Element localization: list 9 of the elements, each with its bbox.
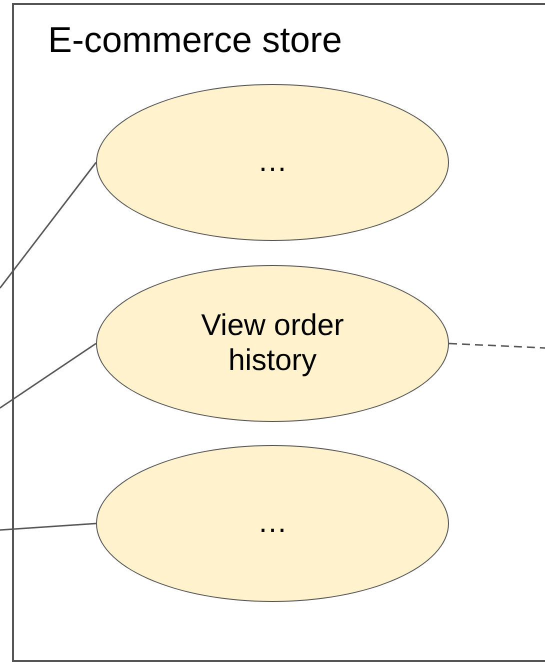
association-line — [0, 162, 97, 288]
dashed-line — [448, 342, 545, 349]
association-line — [0, 522, 96, 531]
system-boundary — [12, 3, 545, 662]
association-line — [0, 342, 96, 409]
use-case-label: … — [258, 506, 288, 541]
use-case-label: View order history — [200, 309, 345, 378]
system-name: E-commerce store — [48, 19, 342, 61]
use-case-label: … — [258, 145, 288, 180]
